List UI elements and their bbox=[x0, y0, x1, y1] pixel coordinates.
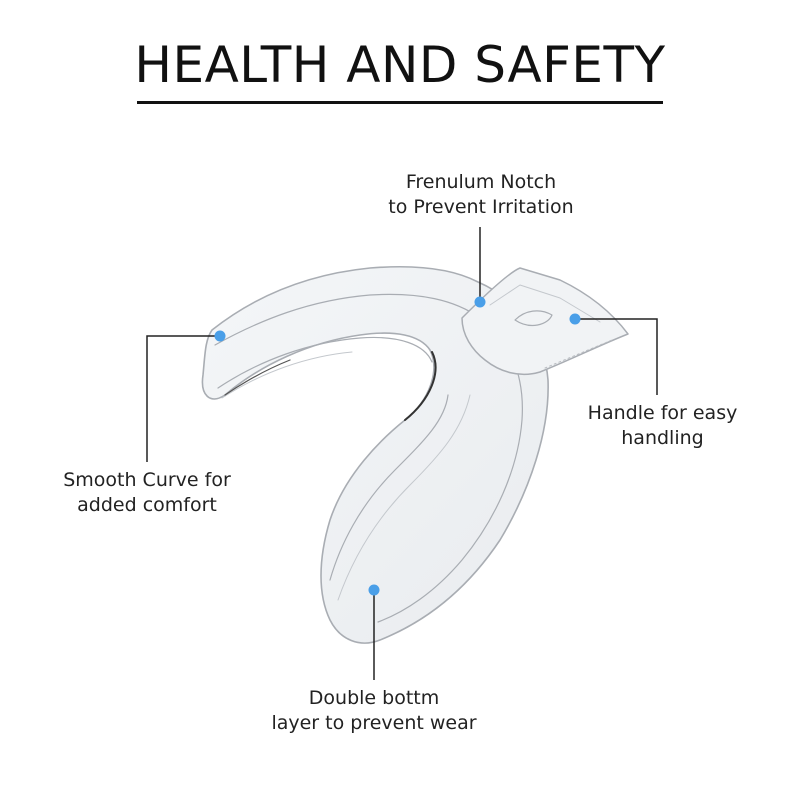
callout-bottom-line-2: layer to prevent wear bbox=[271, 712, 477, 734]
callout-frenulum-line-1: Frenulum Notch bbox=[405, 171, 557, 193]
callout-curve-line-2: added comfort bbox=[77, 494, 217, 516]
marker-frenulum bbox=[474, 296, 486, 308]
mouth-tray-illustration bbox=[201, 265, 629, 644]
callout-handle-line-1: Handle for easy bbox=[587, 402, 738, 424]
title-underline bbox=[137, 101, 663, 104]
callout-bottom-line-1: Double bottm bbox=[308, 687, 440, 709]
callout-curve-line-1: Smooth Curve for bbox=[63, 469, 231, 491]
marker-curve bbox=[214, 330, 226, 342]
callout-handle-line-2: handling bbox=[621, 427, 704, 449]
callout-curve: Smooth Curve for added comfort bbox=[52, 468, 242, 518]
callout-bottom: Double bottm layer to prevent wear bbox=[264, 686, 484, 736]
page-title: HEALTH AND SAFETY bbox=[134, 36, 666, 94]
markers bbox=[214, 296, 581, 596]
leader-line-handle bbox=[575, 318, 658, 395]
leader-line-curve bbox=[146, 335, 220, 462]
leader-lines bbox=[146, 227, 658, 680]
callout-frenulum-line-2: to Prevent Irritation bbox=[388, 196, 574, 218]
callout-frenulum: Frenulum Notch to Prevent Irritation bbox=[376, 170, 586, 220]
marker-handle bbox=[569, 313, 581, 325]
callout-handle: Handle for easy handling bbox=[575, 401, 750, 451]
marker-bottom bbox=[368, 584, 380, 596]
